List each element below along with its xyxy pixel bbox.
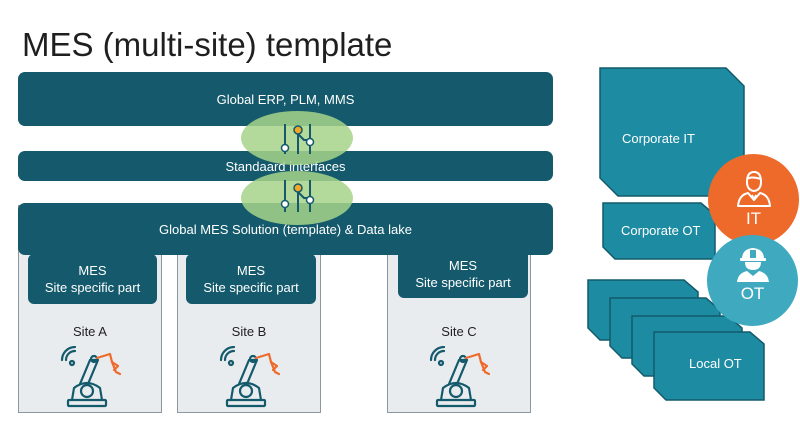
- ot-label: OT: [740, 284, 765, 303]
- corporate-ot-label: Corporate OT: [621, 223, 701, 238]
- site-b-label: Site B: [231, 324, 267, 339]
- site-specific-label: Site specific part: [415, 275, 511, 290]
- engineer-icon: [736, 171, 771, 207]
- worker-hardhat-icon: [736, 248, 769, 282]
- it-label: IT: [745, 209, 762, 228]
- robot-arm-icon: [219, 346, 281, 408]
- interface-connector-icon: [241, 171, 353, 225]
- corporate-it-label: Corporate IT: [622, 131, 695, 146]
- site-b-mes-part: MES Site specific part: [186, 254, 316, 304]
- site-specific-label: Site specific part: [44, 280, 141, 295]
- it-badge: IT: [708, 154, 799, 245]
- site-c-mes-part: MES Site specific part: [398, 250, 528, 298]
- site-specific-label: Site specific part: [203, 280, 299, 295]
- mes-label: MES: [448, 258, 478, 273]
- ot-badge: OT: [707, 235, 798, 326]
- site-c-label: Site C: [441, 324, 477, 339]
- mes-label: MES: [78, 263, 107, 278]
- erp-layer-label: Global ERP, PLM, MMS: [216, 91, 355, 107]
- site-a-label: Site A: [73, 324, 107, 339]
- mes-label: MES: [236, 263, 266, 278]
- mes-layer-label: Global MES Solution (template) & Data la…: [159, 221, 412, 237]
- site-a-mes-part: MES Site specific part: [28, 254, 157, 304]
- local-ot-label: Local OT: [689, 356, 742, 371]
- robot-arm-icon: [60, 346, 122, 408]
- robot-arm-icon: [429, 346, 491, 408]
- page-title: MES (multi-site) template: [22, 26, 393, 63]
- local-ot-stack: [587, 279, 765, 401]
- interface-connector-icon: [241, 111, 353, 165]
